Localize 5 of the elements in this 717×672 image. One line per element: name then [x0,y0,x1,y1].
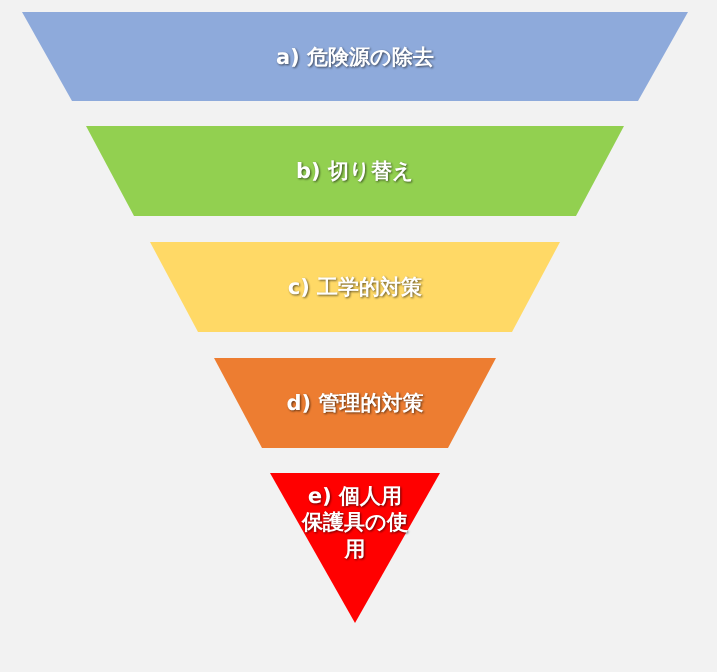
level-label: d) 管理的対策 [286,390,424,416]
level-label: e) 個人用保護具の使用 [300,483,409,562]
level-label: a) 危険源の除去 [274,43,436,70]
level-label: c) 工学的対策 [286,274,424,300]
level-label: b) 切り替え [295,158,415,184]
